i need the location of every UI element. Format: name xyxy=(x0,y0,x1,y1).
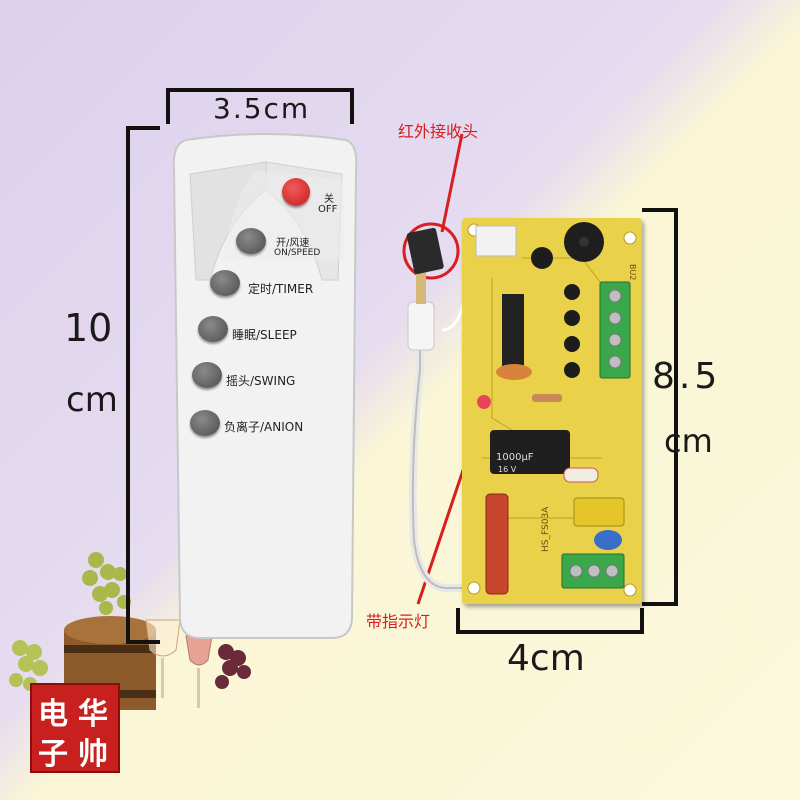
remote-height-value: 10 xyxy=(64,306,113,350)
remote-control: 关 OFF 开/风速 ON/SPEED 定时/TIMER 睡眠/SLEEP 摇头… xyxy=(166,130,366,640)
remote-height-unit: cm xyxy=(66,380,118,420)
speed-label-cn: 开/风速 xyxy=(276,238,310,249)
timer-label: 定时/TIMER xyxy=(248,280,313,297)
anion-label-cn: 负离子 xyxy=(224,420,261,434)
capacitor-voltage: 16 V xyxy=(498,465,517,474)
board-height-unit: cm xyxy=(664,422,713,460)
speed-label-en: ON/SPEED xyxy=(274,248,321,258)
swing-label-cn: 摇头 xyxy=(226,374,251,388)
swing-label-en: /SWING xyxy=(250,374,296,388)
store-logo: 电 华 子 帅 xyxy=(30,683,120,773)
timer-label-en: /TIMER xyxy=(272,282,314,296)
anion-label-en: /ANION xyxy=(260,420,304,434)
ir-receiver-callout: 红外接收头 xyxy=(398,122,479,141)
logo-char-3: 子 xyxy=(38,737,68,772)
sleep-label: 睡眠/SLEEP xyxy=(232,326,297,343)
off-label-en: OFF xyxy=(318,204,338,215)
buzzer-label: BU2 xyxy=(628,264,637,280)
board-width-label: 4cm xyxy=(507,638,585,679)
board-height-value: 8.5 xyxy=(652,356,722,397)
swing-button[interactable] xyxy=(192,362,222,388)
remote-width-label: 3.5cm xyxy=(213,92,311,125)
anion-label: 负离子/ANION xyxy=(224,418,303,435)
capacitor-value: 1000μF xyxy=(496,452,534,463)
swing-label: 摇头/SWING xyxy=(226,372,295,389)
circuit-board-components: 1000μF 16 V HS_FS03A BU2 xyxy=(467,222,637,597)
speed-button[interactable] xyxy=(236,228,266,254)
ir-receiver-wire xyxy=(406,227,496,593)
timer-label-cn: 定时 xyxy=(248,282,273,296)
sleep-label-en: /SLEEP xyxy=(256,328,297,342)
sleep-button[interactable] xyxy=(198,316,228,342)
logo-char-2: 华 xyxy=(78,697,108,732)
sleep-label-cn: 睡眠 xyxy=(232,328,257,342)
timer-button[interactable] xyxy=(210,270,240,296)
circuit-board: 1000μF 16 V HS_FS03A BU2 xyxy=(462,218,642,604)
logo-char-1: 电 xyxy=(38,697,68,732)
off-label-cn: 关 xyxy=(324,194,334,205)
board-code: HS_FS03A xyxy=(541,506,551,552)
indicator-led-callout: 带指示灯 xyxy=(366,612,431,631)
logo-char-4: 帅 xyxy=(78,737,108,772)
off-button[interactable] xyxy=(282,178,310,206)
anion-button[interactable] xyxy=(190,410,220,436)
